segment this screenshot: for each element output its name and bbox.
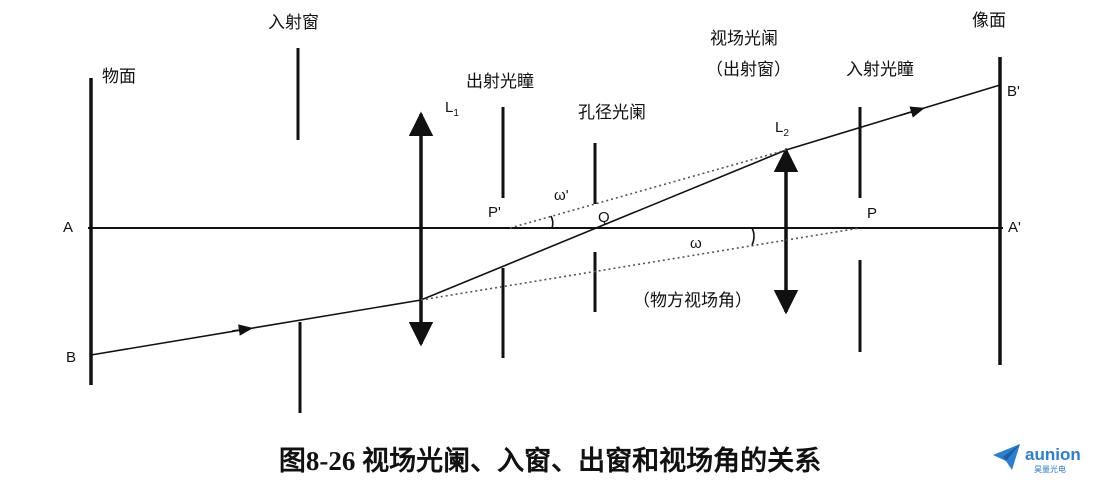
omega-prime-arc <box>550 215 554 229</box>
figure-caption: 图8-26 视场光阑、入窗、出窗和视场角的关系 <box>279 445 821 476</box>
label-exit-pupil: 出射光瞳 <box>466 72 534 92</box>
label-lens-l2: L2 <box>775 119 789 139</box>
label-omega-prime: ω' <box>554 187 569 204</box>
ray-arrow-1 <box>231 324 254 336</box>
label-object-field-angle: （物方视场角） <box>633 291 752 311</box>
label-point-b-prime: B' <box>1007 83 1020 100</box>
label-point-a-prime: A' <box>1008 219 1021 236</box>
label-point-a: A <box>63 219 73 236</box>
ray-arrow-2 <box>899 106 925 118</box>
label-entrance-window: 入射窗 <box>268 13 319 33</box>
label-aperture-stop: 孔径光阑 <box>578 103 646 123</box>
label-point-p-left: P' <box>488 204 501 221</box>
label-field-stop-line2: （出射窗） <box>706 60 791 80</box>
chief-ray <box>90 84 1001 356</box>
aunion-logo: aunion 昊量光电 <box>993 444 1081 474</box>
label-object-plane: 物面 <box>102 67 136 87</box>
label-field-stop-line1: 视场光阑 <box>710 29 778 49</box>
label-point-b: B <box>66 349 76 366</box>
omega-arc <box>751 227 755 246</box>
label-entrance-pupil: 入射光瞳 <box>846 60 914 80</box>
label-point-p-right: P <box>867 205 877 222</box>
omega-dotted-line <box>420 227 861 301</box>
label-lens-l1: L1 <box>445 99 459 119</box>
logo-subtitle: 昊量光电 <box>1034 464 1066 474</box>
label-image-plane: 像面 <box>972 11 1006 31</box>
logo-name: aunion <box>1025 445 1081 464</box>
label-point-q: Q <box>598 209 610 226</box>
label-omega: ω <box>690 235 702 252</box>
